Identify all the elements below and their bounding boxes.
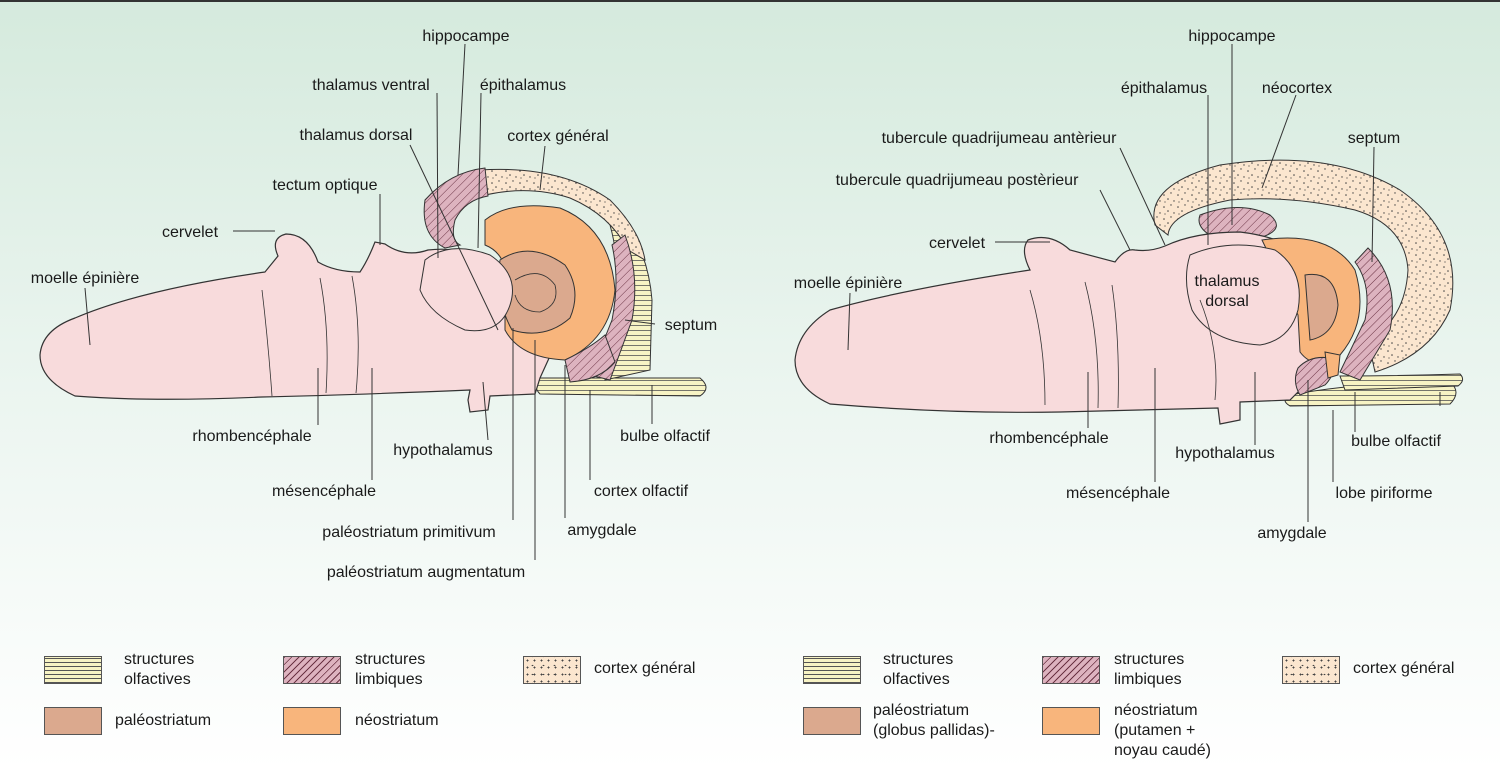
legend-swatch-olfactives-left xyxy=(44,656,102,684)
label-amygdale-left: amygdale xyxy=(567,522,636,539)
label-tq-anterieur-right: tubercule quadrijumeau antèrieur xyxy=(882,130,1117,147)
left-leader-lines xyxy=(84,43,656,560)
label-septum-left: septum xyxy=(665,317,717,334)
left-thalamus xyxy=(419,248,513,332)
legend-text-olfactives-right: structures olfactives xyxy=(883,651,954,688)
legend-swatch-neo-left xyxy=(283,707,341,735)
legend-text-olfactives-left: structures olfactives xyxy=(124,651,195,688)
legend-swatch-olfactives-right xyxy=(803,656,861,684)
left-cortex-general xyxy=(479,168,646,261)
legend-text-cortex-right: cortex général xyxy=(1353,660,1455,677)
left-labels: hippocampe thalamus ventral épithalamus … xyxy=(31,28,717,581)
right-olfactory-upper xyxy=(1339,373,1464,391)
legend-swatch-cortex-right xyxy=(1282,656,1340,684)
label-bulbe-olfactif-left: bulbe olfactif xyxy=(620,428,710,445)
legend-text-cortex-left: cortex général xyxy=(594,660,696,677)
label-septum-right: septum xyxy=(1348,130,1400,147)
label-epithalamus-left: épithalamus xyxy=(480,77,566,94)
legend-text-paleo-right: paléostriatum (globus pallidas)- xyxy=(873,702,995,739)
legend-text-limbiques-right: structures limbiques xyxy=(1114,651,1185,688)
right-segment-lines xyxy=(1029,281,1217,409)
label-bulbe-olfactif-right: bulbe olfactif xyxy=(1351,433,1441,450)
legend-swatch-paleo-left xyxy=(44,707,102,735)
legend-text-paleo-left: paléostriatum xyxy=(115,712,212,729)
label-neocortex-right: néocortex xyxy=(1262,80,1332,97)
label-lobe-piriforme-right: lobe piriforme xyxy=(1336,485,1433,502)
left-paleostriatum-inner xyxy=(514,273,557,313)
label-hypothalamus-right: hypothalamus xyxy=(1175,445,1275,462)
right-septum xyxy=(1339,247,1393,381)
label-hypothalamus-left: hypothalamus xyxy=(393,442,493,459)
label-paleo-augmentatum-left: paléostriatum augmentatum xyxy=(327,564,525,581)
legend-swatch-paleo-right xyxy=(803,707,861,735)
brain-diagrams: hippocampe thalamus ventral épithalamus … xyxy=(31,28,1464,581)
label-amygdale-right: amygdale xyxy=(1257,525,1326,542)
label-rhombencephale-right: rhombencéphale xyxy=(989,430,1108,447)
label-hippocampe-right: hippocampe xyxy=(1188,28,1275,45)
left-olfactory-bulb xyxy=(535,377,707,397)
label-rhombencephale-left: rhombencéphale xyxy=(192,428,311,445)
label-paleo-primitivum-left: paléostriatum primitivum xyxy=(322,524,495,541)
right-labels: hippocampe épithalamus néocortex tubercu… xyxy=(794,28,1442,542)
legend-swatch-limbiques-left xyxy=(283,656,341,684)
legend-swatch-limbiques-right xyxy=(1042,656,1100,684)
label-moelle-left: moelle épinière xyxy=(31,270,140,287)
legend-text-neo-right: néostriatum (putamen + noyau caudé) xyxy=(1114,702,1211,759)
label-moelle-right: moelle épinière xyxy=(794,275,903,292)
label-cortex-olfactif-left: cortex olfactif xyxy=(594,483,689,500)
left-segment-lines xyxy=(261,275,359,397)
legend-text-neo-left: néostriatum xyxy=(355,712,439,729)
left-hippocampus xyxy=(423,167,489,249)
label-tectum-optique-left: tectum optique xyxy=(273,177,378,194)
label-thalamus-ventral-left: thalamus ventral xyxy=(312,77,429,94)
label-tq-posterieur-right: tubercule quadrijumeau postèrieur xyxy=(836,172,1079,189)
right-brain xyxy=(794,159,1464,425)
label-mesencephale-left: mésencéphale xyxy=(272,483,376,500)
label-dorsal-right: dorsal xyxy=(1205,293,1249,310)
right-leader-lines xyxy=(847,44,1441,522)
label-cervelet-left: cervelet xyxy=(162,224,219,241)
left-septum-limbic xyxy=(589,234,636,381)
label-hippocampe-left: hippocampe xyxy=(422,28,509,45)
right-paleostriatum xyxy=(1304,273,1339,341)
label-epithalamus-right: épithalamus xyxy=(1121,80,1207,97)
right-neocortex xyxy=(1153,159,1454,373)
right-lobe-piriforme xyxy=(1324,351,1341,379)
label-thalamus-dorsal-left: thalamus dorsal xyxy=(300,127,413,144)
left-brain xyxy=(39,167,707,413)
top-border xyxy=(0,0,1500,2)
label-cervelet-right: cervelet xyxy=(929,235,986,252)
label-cortex-general-left: cortex général xyxy=(507,128,608,145)
legend-swatch-cortex-left xyxy=(523,656,581,684)
label-thalamus-right: thalamus xyxy=(1195,273,1260,290)
legend-swatch-neo-right xyxy=(1042,707,1100,735)
legend-text-limbiques-left: structures limbiques xyxy=(355,651,426,688)
label-mesencephale-right: mésencéphale xyxy=(1066,485,1170,502)
left-amygdala xyxy=(564,334,616,383)
right-thalamus-dorsal xyxy=(1186,244,1300,346)
